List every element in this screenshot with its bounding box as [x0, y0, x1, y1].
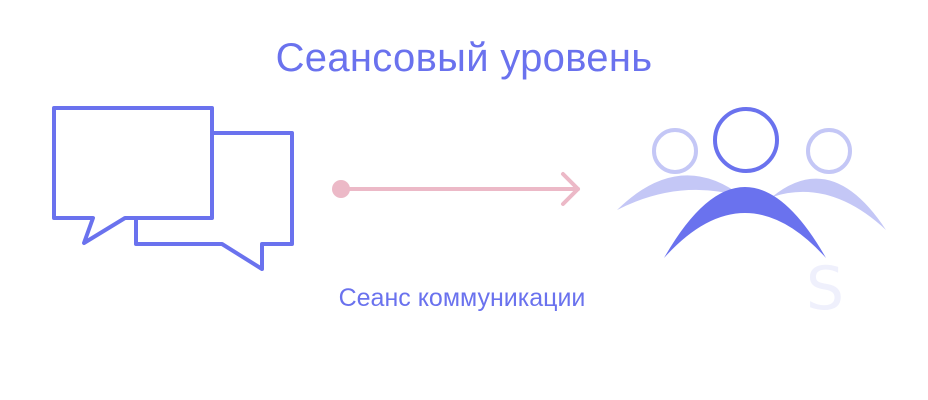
person-center-body — [664, 187, 826, 258]
arrow-head — [561, 172, 580, 206]
watermark-letter: S — [806, 254, 845, 324]
diagram-title: Сеансовый уровень — [275, 36, 653, 80]
chat-bubble-back — [52, 106, 214, 245]
chat-bubbles-icon — [52, 106, 294, 271]
person-right-body — [772, 178, 886, 230]
user-group-icon — [617, 107, 886, 258]
person-right-head — [806, 128, 852, 174]
arrow-origin-dot — [332, 180, 350, 198]
person-left-head — [652, 128, 698, 174]
session-arrow — [332, 172, 580, 206]
person-left-body — [617, 175, 743, 210]
arrow-caption: Сеанс коммуникации — [338, 284, 586, 312]
person-center-head — [713, 107, 779, 173]
